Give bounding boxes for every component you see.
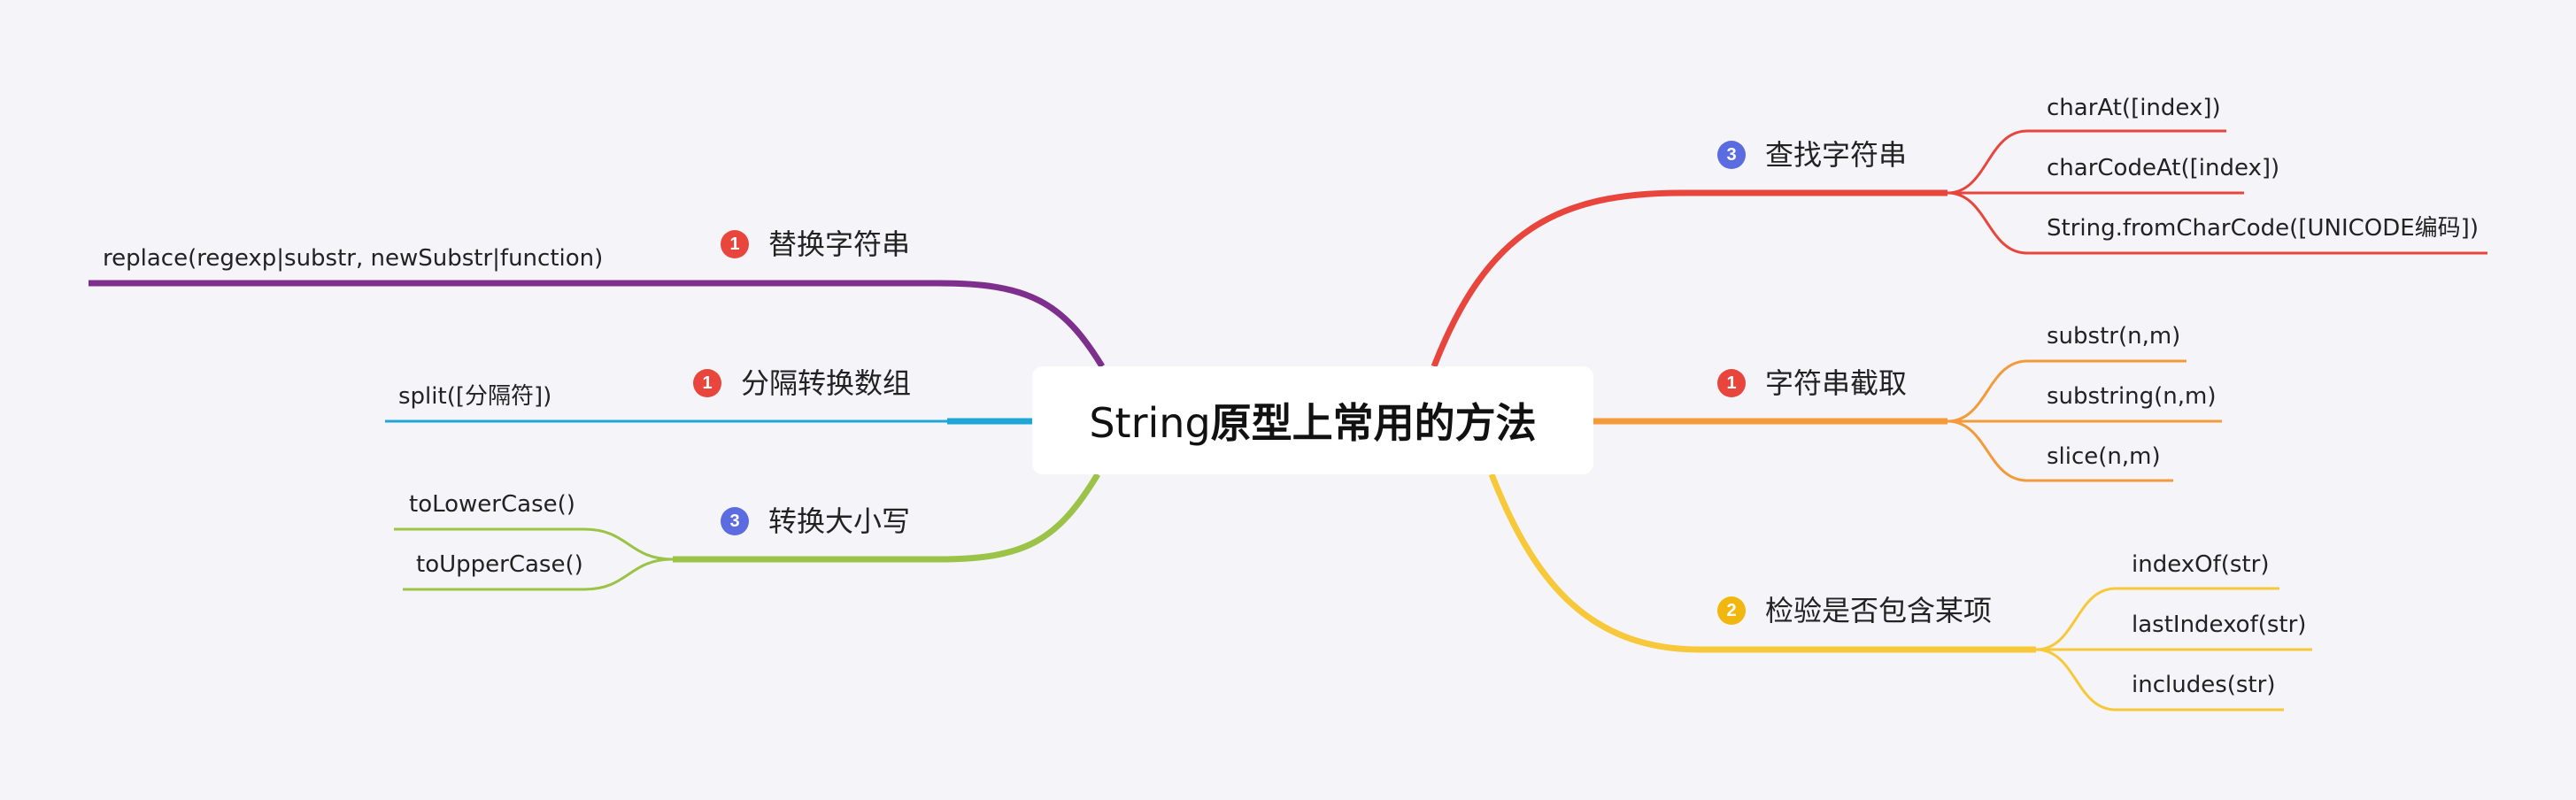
connector-case-leaf-1 (394, 527, 674, 561)
priority-1-badge: 1 (721, 230, 749, 258)
connector-cut-leaf-1 (1947, 359, 2187, 423)
priority-3-badge: 3 (1717, 141, 1746, 169)
branch-cut[interactable]: 1 字符串截取 (1717, 365, 1907, 401)
priority-3-badge: 3 (721, 507, 749, 535)
leaf-slice[interactable]: slice(n,m) (2047, 443, 2161, 470)
branch-case-label: 转换大小写 (768, 504, 911, 538)
leaf-split[interactable]: split([分隔符]) (398, 383, 552, 410)
branch-replace[interactable]: 1 替换字符串 (721, 227, 910, 262)
branch-cut-label: 字符串截取 (1765, 366, 1908, 400)
leaf-charat[interactable]: charAt([index]) (2047, 95, 2221, 121)
priority-2-badge: 2 (1717, 596, 1746, 625)
leaf-replace[interactable]: replace(regexp|substr, newSubstr|functio… (103, 245, 604, 272)
connector-replace (89, 280, 1105, 368)
branch-replace-label: 替换字符串 (768, 227, 911, 261)
branch-find[interactable]: 3 查找字符串 (1717, 137, 1907, 173)
leaf-touppercase[interactable]: toUpperCase() (416, 551, 583, 578)
connector-check-leaf-1 (2035, 587, 2279, 651)
leaf-charcodeat[interactable]: charCodeAt([index]) (2047, 155, 2280, 181)
connector-find-leaf-3 (1947, 191, 2487, 255)
root-title: String原型上常用的方法 (1089, 399, 1537, 447)
leaf-indexof[interactable]: indexOf(str) (2132, 551, 2270, 578)
leaf-substr[interactable]: substr(n,m) (2047, 323, 2181, 350)
connector-check (1488, 473, 2036, 653)
connector-case-leaf-2 (403, 558, 674, 591)
leaf-lastindexof[interactable]: lastIndexof(str) (2132, 612, 2307, 638)
branch-split-label: 分隔转换数组 (741, 366, 912, 400)
leaf-substring[interactable]: substring(n,m) (2047, 383, 2217, 410)
connector-find (1431, 189, 1947, 368)
connector-check-leaf-3 (2035, 648, 2284, 712)
branch-case[interactable]: 3 转换大小写 (721, 504, 910, 539)
leaf-tolowercase[interactable]: toLowerCase() (409, 491, 575, 518)
priority-1-badge: 1 (1717, 369, 1746, 397)
branch-find-label: 查找字符串 (1765, 138, 1908, 172)
branch-split[interactable]: 1 分隔转换数组 (693, 365, 911, 401)
branch-check-label: 检验是否包含某项 (1765, 594, 1993, 627)
branch-check[interactable]: 2 检验是否包含某项 (1717, 593, 1992, 628)
leaf-includes[interactable]: includes(str) (2132, 672, 2276, 698)
priority-1-badge: 1 (693, 369, 721, 397)
connector-case (673, 473, 1100, 563)
leaf-fromcharcode[interactable]: String.fromCharCode([UNICODE编码]) (2047, 215, 2479, 242)
connector-cut-leaf-3 (1947, 419, 2173, 482)
connector-find-leaf-1 (1947, 129, 2226, 195)
root-node[interactable]: String原型上常用的方法 (1032, 366, 1593, 474)
